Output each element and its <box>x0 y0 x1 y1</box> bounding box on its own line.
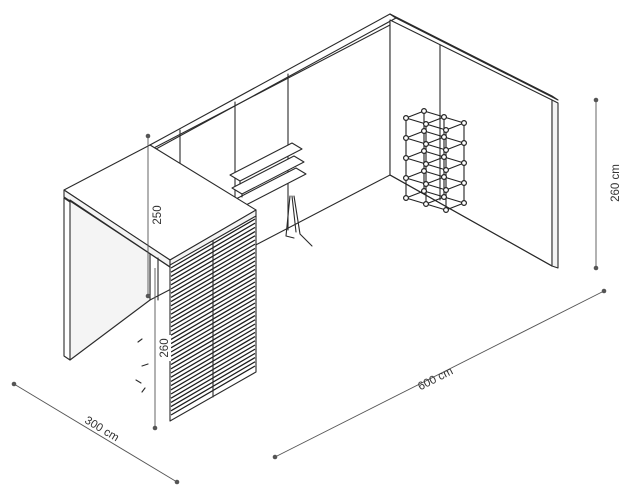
cube-connector <box>403 114 410 121</box>
cube-edge <box>405 130 425 139</box>
cube-connector <box>443 126 450 133</box>
height-front-label: 260 <box>159 338 171 357</box>
cube-connector <box>423 161 430 168</box>
louver-panel <box>169 215 257 422</box>
depth-label: 300 cm <box>82 415 121 445</box>
cube-connector <box>441 194 448 201</box>
cube-connector <box>461 160 468 167</box>
length-label: 600 cm <box>416 365 455 393</box>
cube-connector <box>421 148 428 155</box>
cube-connector <box>461 140 468 147</box>
height-inner-label: 250 <box>152 205 164 224</box>
cube-edge <box>445 122 465 131</box>
cube-connector <box>441 113 448 120</box>
cube-connector <box>403 135 410 142</box>
cube-connector <box>461 200 468 207</box>
cube-edge <box>405 170 425 179</box>
dimension-length: 600 cm <box>272 288 607 460</box>
cube-connector <box>443 147 450 154</box>
cube-edge <box>445 182 465 191</box>
cube-connector <box>461 180 468 187</box>
cube-shelving <box>403 107 468 214</box>
dimension-height-right: 260 cm <box>593 97 622 271</box>
cube-connector <box>421 168 428 175</box>
cube-edge <box>405 110 425 119</box>
cube-edge <box>445 202 465 211</box>
cube-edge <box>425 136 445 145</box>
cube-connector <box>423 120 430 127</box>
stand-table <box>285 195 313 247</box>
dimension-height-front: 260 <box>135 268 171 431</box>
cube-connector <box>443 187 450 194</box>
cube-connector <box>423 201 430 208</box>
cube-connector <box>441 154 448 161</box>
cube-connector <box>443 207 450 214</box>
cube-connector <box>421 188 428 195</box>
cube-edge <box>425 156 445 165</box>
cube-connector <box>441 174 448 181</box>
cube-connector <box>421 107 428 114</box>
cube-edge <box>405 190 425 199</box>
cube-connector <box>423 181 430 188</box>
cube-connector <box>441 134 448 141</box>
cube-edge <box>445 142 465 151</box>
cube-connector <box>443 167 450 174</box>
cube-edge <box>425 116 445 125</box>
cube-connector <box>403 195 410 202</box>
cube-connector <box>403 155 410 162</box>
dimension-depth: 300 cm <box>11 381 180 485</box>
cube-connector <box>421 128 428 135</box>
dimension-height-inner: 250 <box>145 133 164 299</box>
cube-edge <box>405 150 425 159</box>
floor-edge <box>389 174 553 267</box>
height-right-label: 260 cm <box>610 164 622 202</box>
cube-connector <box>403 175 410 182</box>
cube-edge <box>425 196 445 205</box>
cube-connector <box>461 119 468 126</box>
cube-edge <box>425 176 445 185</box>
cube-edge <box>445 162 465 171</box>
right-wall <box>389 13 559 269</box>
cube-connector <box>423 141 430 148</box>
